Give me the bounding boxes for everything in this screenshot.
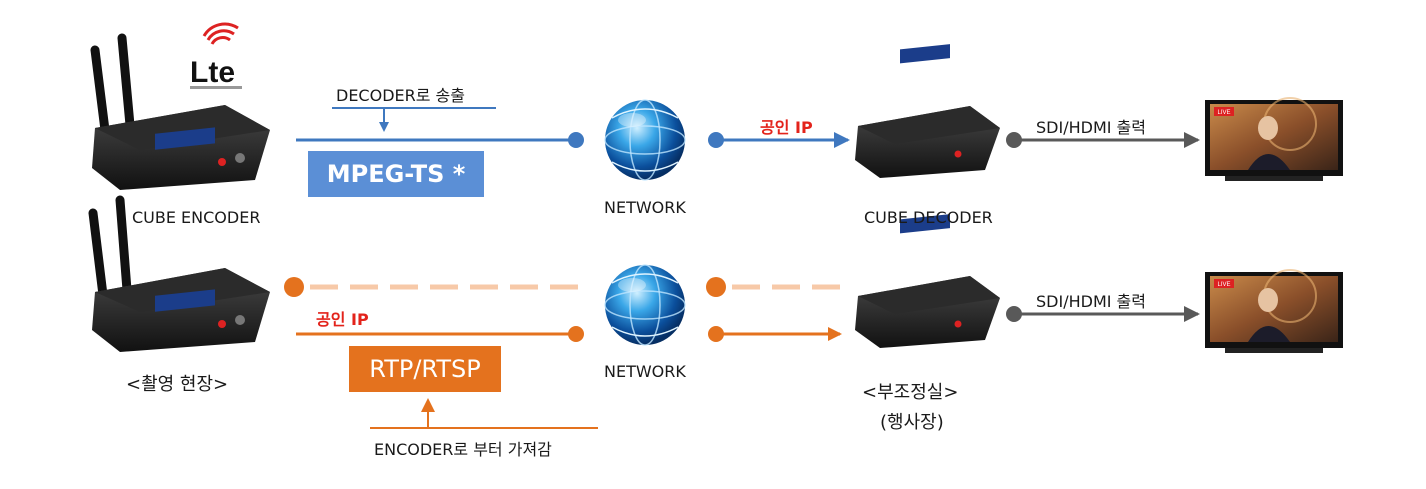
network-label-top: NETWORK	[604, 198, 686, 217]
decoder-device-bottom	[855, 214, 1000, 348]
encoder-label: CUBE ENCODER	[132, 208, 261, 227]
public-ip-label-bottom: 공인 IP	[316, 310, 369, 329]
pull-label: ENCODER로 부터 가져감	[374, 440, 552, 459]
encoder-device-bottom	[88, 195, 270, 352]
decoder-label: CUBE DECODER	[864, 208, 993, 227]
bottom-pull-dot-right	[706, 277, 726, 297]
output-label-bottom: SDI/HDMI 출력	[1036, 292, 1146, 311]
network-globe-icon-top	[604, 99, 686, 181]
lte-logo: Lte	[190, 22, 242, 89]
network-globe-icon-bottom	[604, 264, 686, 346]
decoder-device-top	[855, 44, 1000, 178]
bottom-output-dot	[1006, 306, 1022, 322]
decoder-site-sublabel: (행사장)	[880, 412, 944, 433]
protocol-box-mpegts: MPEG-TS *	[308, 151, 484, 197]
tv-live-badge-bottom: LIVE	[1217, 282, 1230, 288]
encoder-device-top	[90, 33, 270, 190]
top-output-dot	[1006, 132, 1022, 148]
output-label-top: SDI/HDMI 출력	[1036, 118, 1146, 137]
tv-monitor-bottom: LIVE	[1205, 269, 1343, 353]
bottom-pull-dot-left	[284, 277, 304, 297]
lte-logo-text: Lte	[190, 56, 235, 89]
top-out-dot	[708, 132, 724, 148]
protocol-box-rtp: RTP/RTSP	[349, 346, 501, 392]
tv-monitor-top: LIVE	[1205, 97, 1343, 181]
network-label-bottom: NETWORK	[604, 362, 686, 381]
public-ip-label-top: 공인 IP	[760, 118, 813, 137]
decoder-site-label: <부조정실>	[862, 382, 959, 403]
top-feed-dot	[568, 132, 584, 148]
bottom-out-dot	[708, 326, 724, 342]
push-label: DECODER로 송출	[336, 86, 465, 105]
bottom-feed-dot	[568, 326, 584, 342]
tv-live-badge-top: LIVE	[1217, 110, 1230, 116]
encoder-site-label: <촬영 현장>	[126, 374, 229, 395]
